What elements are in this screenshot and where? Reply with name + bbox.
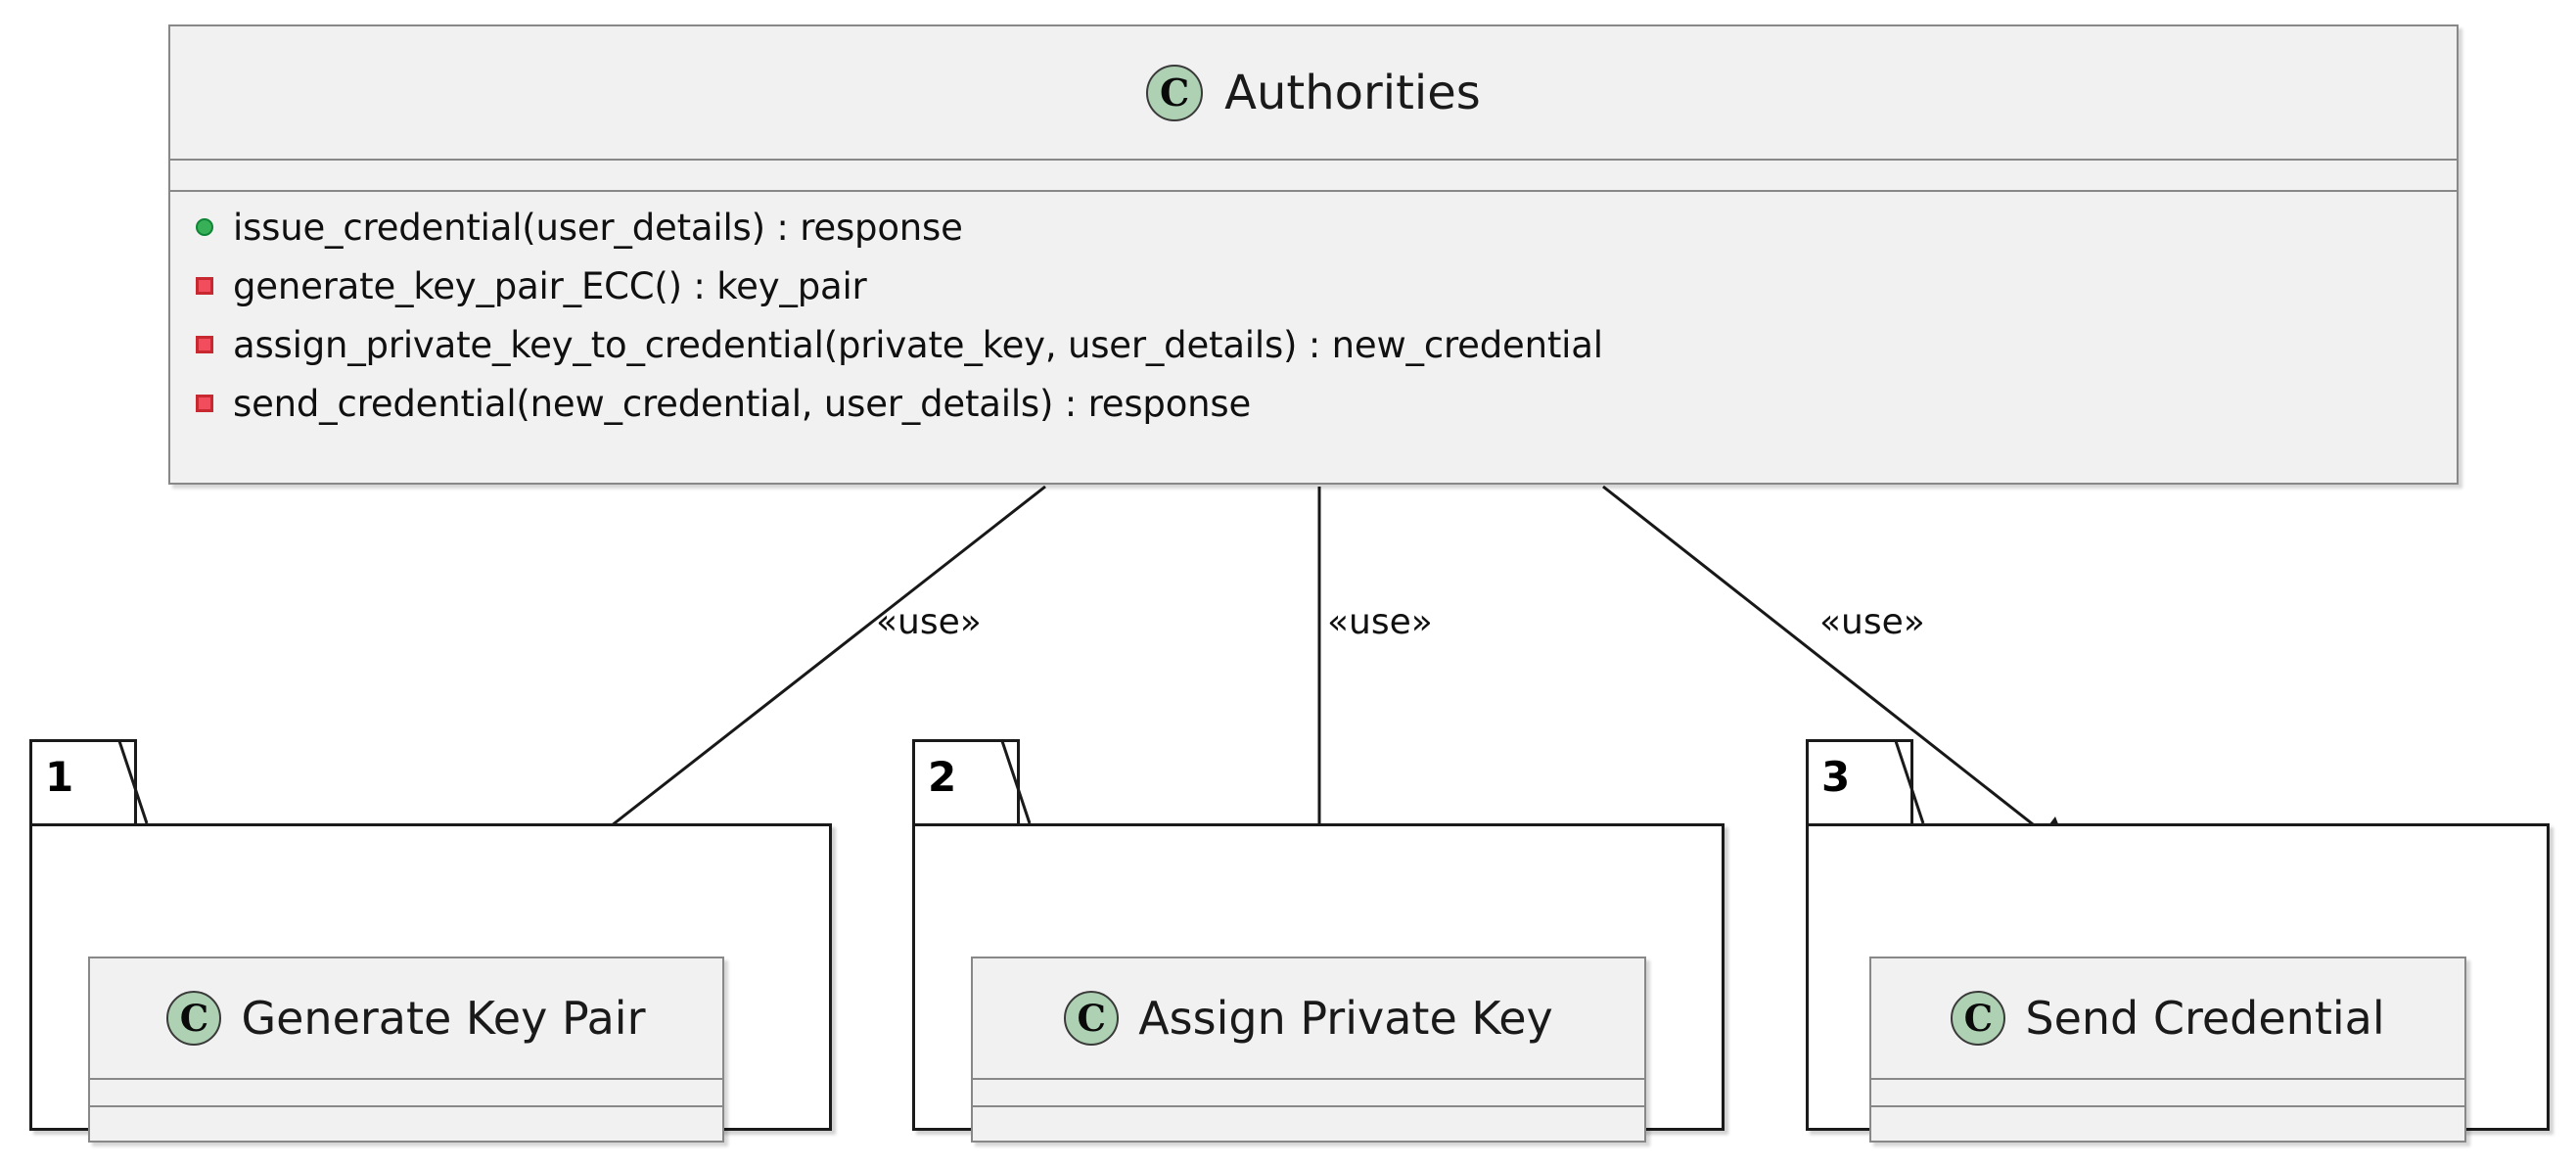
title-attributes-divider [1871, 1078, 2464, 1080]
methods-compartment [1871, 1107, 2464, 1137]
attributes-compartment [90, 1080, 722, 1105]
edge-label-use-2: «use» [1327, 602, 1433, 642]
package-3[interactable]: 3 C Send Credential [1806, 739, 2550, 1143]
private-visibility-icon [196, 395, 213, 412]
class-box-send-credential[interactable]: C Send Credential [1869, 957, 2466, 1143]
title-attributes-divider [973, 1078, 1644, 1080]
method-row[interactable]: generate_key_pair_ECC() : key_pair [196, 257, 2457, 315]
method-signature: send_credential(new_credential, user_det… [233, 382, 1252, 425]
package-2[interactable]: 2 C Assign Private Key [912, 739, 1725, 1143]
class-title-row: C Generate Key Pair [90, 958, 722, 1078]
title-attributes-divider [170, 159, 2457, 161]
method-row[interactable]: assign_private_key_to_credential(private… [196, 315, 2457, 374]
package-1[interactable]: 1 C Generate Key Pair [29, 739, 832, 1143]
attributes-methods-divider [90, 1105, 722, 1107]
public-visibility-icon [196, 218, 213, 236]
class-icon-c: C [166, 991, 222, 1046]
class-box-generate-key-pair[interactable]: C Generate Key Pair [88, 957, 724, 1143]
attributes-methods-divider [170, 190, 2457, 192]
class-box-authorities[interactable]: C Authorities issue_credential(user_deta… [168, 24, 2459, 485]
class-icon-c: C [1146, 64, 1204, 121]
package-number: 1 [45, 753, 74, 801]
attributes-compartment [170, 161, 2457, 190]
class-title-row: C Assign Private Key [973, 958, 1644, 1078]
class-box-assign-private-key[interactable]: C Assign Private Key [971, 957, 1646, 1143]
package-number: 2 [928, 753, 957, 801]
method-signature: assign_private_key_to_credential(private… [233, 323, 1603, 366]
attributes-compartment [973, 1080, 1644, 1105]
class-name: Authorities [1224, 65, 1481, 120]
method-row[interactable]: send_credential(new_credential, user_det… [196, 374, 2457, 433]
attributes-compartment [1871, 1080, 2464, 1105]
private-visibility-icon [196, 277, 213, 295]
class-title-row: C Authorities [170, 26, 2457, 159]
method-signature: issue_credential(user_details) : respons… [233, 206, 963, 249]
method-signature: generate_key_pair_ECC() : key_pair [233, 264, 867, 307]
class-name: Assign Private Key [1138, 992, 1553, 1045]
class-name: Generate Key Pair [241, 992, 646, 1045]
package-number: 3 [1821, 753, 1851, 801]
edge-label-use-3: «use» [1819, 602, 1925, 642]
edge-label-use-1: «use» [876, 602, 982, 642]
class-icon-c: C [1064, 991, 1120, 1046]
methods-compartment [90, 1107, 722, 1137]
attributes-methods-divider [1871, 1105, 2464, 1107]
class-icon-c: C [1951, 991, 2006, 1046]
class-name: Send Credential [2025, 992, 2385, 1045]
attributes-methods-divider [973, 1105, 1644, 1107]
method-row[interactable]: issue_credential(user_details) : respons… [196, 198, 2457, 257]
title-attributes-divider [90, 1078, 722, 1080]
methods-compartment: issue_credential(user_details) : respons… [170, 192, 2457, 441]
class-title-row: C Send Credential [1871, 958, 2464, 1078]
private-visibility-icon [196, 336, 213, 353]
methods-compartment [973, 1107, 1644, 1137]
